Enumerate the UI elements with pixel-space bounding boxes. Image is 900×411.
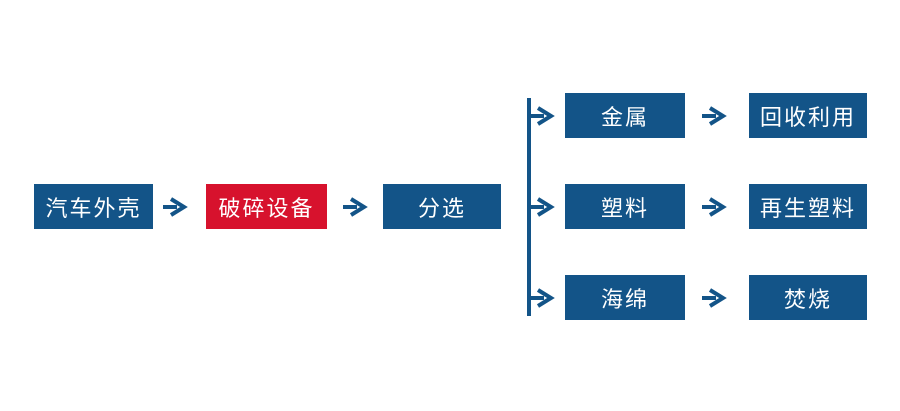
node-metal: 金属	[565, 93, 685, 138]
node-crushing-equipment: 破碎设备	[206, 184, 327, 229]
node-incineration: 焚烧	[749, 275, 867, 320]
branch-arrow-plastic-icon	[530, 197, 555, 217]
arrow-right-icon	[702, 288, 727, 308]
node-recycling: 回收利用	[749, 93, 867, 138]
arrow-right-icon	[702, 197, 727, 217]
node-car-shell: 汽车外壳	[34, 184, 153, 229]
arrow-right-icon	[163, 197, 188, 217]
arrow-right-icon	[702, 106, 727, 126]
node-sponge: 海绵	[565, 275, 685, 320]
branch-trunk-line	[527, 98, 531, 316]
node-plastic: 塑料	[565, 184, 685, 229]
branch-arrow-sponge-icon	[530, 288, 555, 308]
node-recycled-plastic: 再生塑料	[749, 184, 867, 229]
node-sorting: 分选	[383, 184, 501, 229]
arrow-right-icon	[343, 197, 368, 217]
branch-arrow-metal-icon	[530, 106, 555, 126]
